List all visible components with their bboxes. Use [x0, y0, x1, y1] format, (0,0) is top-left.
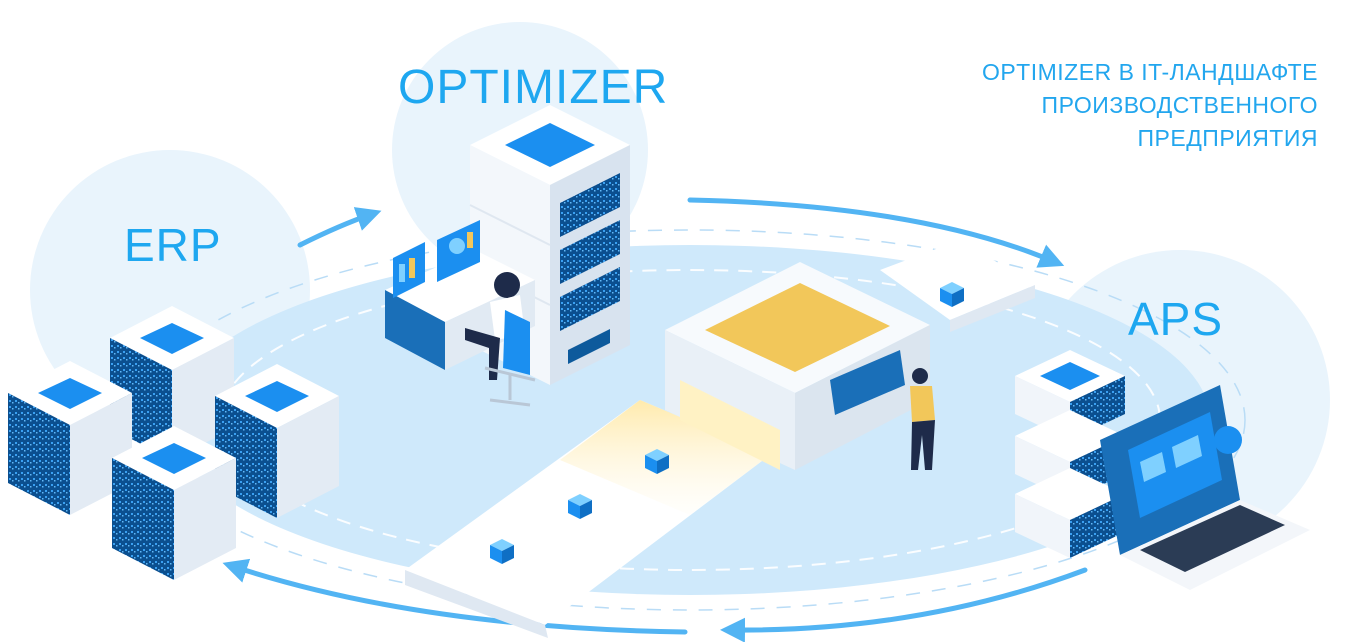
server-cube-icon: [1015, 468, 1125, 558]
aps-server-stack: [1015, 350, 1125, 558]
server-cube-icon: [8, 361, 132, 515]
server-cube-icon: [112, 426, 236, 580]
aps-label: APS: [1128, 293, 1224, 345]
calendar-icon: [1128, 412, 1242, 518]
flow-arrow-icon: [222, 197, 1088, 642]
diagram-title: OPTIMIZER В IT-ЛАНДШАФТЕ ПРОИЗВОДСТВЕННО…: [798, 56, 1318, 155]
conveyor-icon: [405, 240, 1035, 638]
optimizer-label: OPTIMIZER: [398, 61, 669, 114]
title-line: ПРОИЗВОДСТВЕННОГО: [1041, 92, 1318, 118]
workstation-icon: [385, 220, 536, 407]
erp-label: ERP: [124, 219, 222, 271]
erp-server-cluster: [8, 306, 339, 580]
title-line: ПРЕДПРИЯТИЯ: [1137, 125, 1318, 151]
laptop-icon: [1100, 385, 1310, 590]
title-line: OPTIMIZER В IT-ЛАНДШАФТЕ: [981, 59, 1318, 85]
